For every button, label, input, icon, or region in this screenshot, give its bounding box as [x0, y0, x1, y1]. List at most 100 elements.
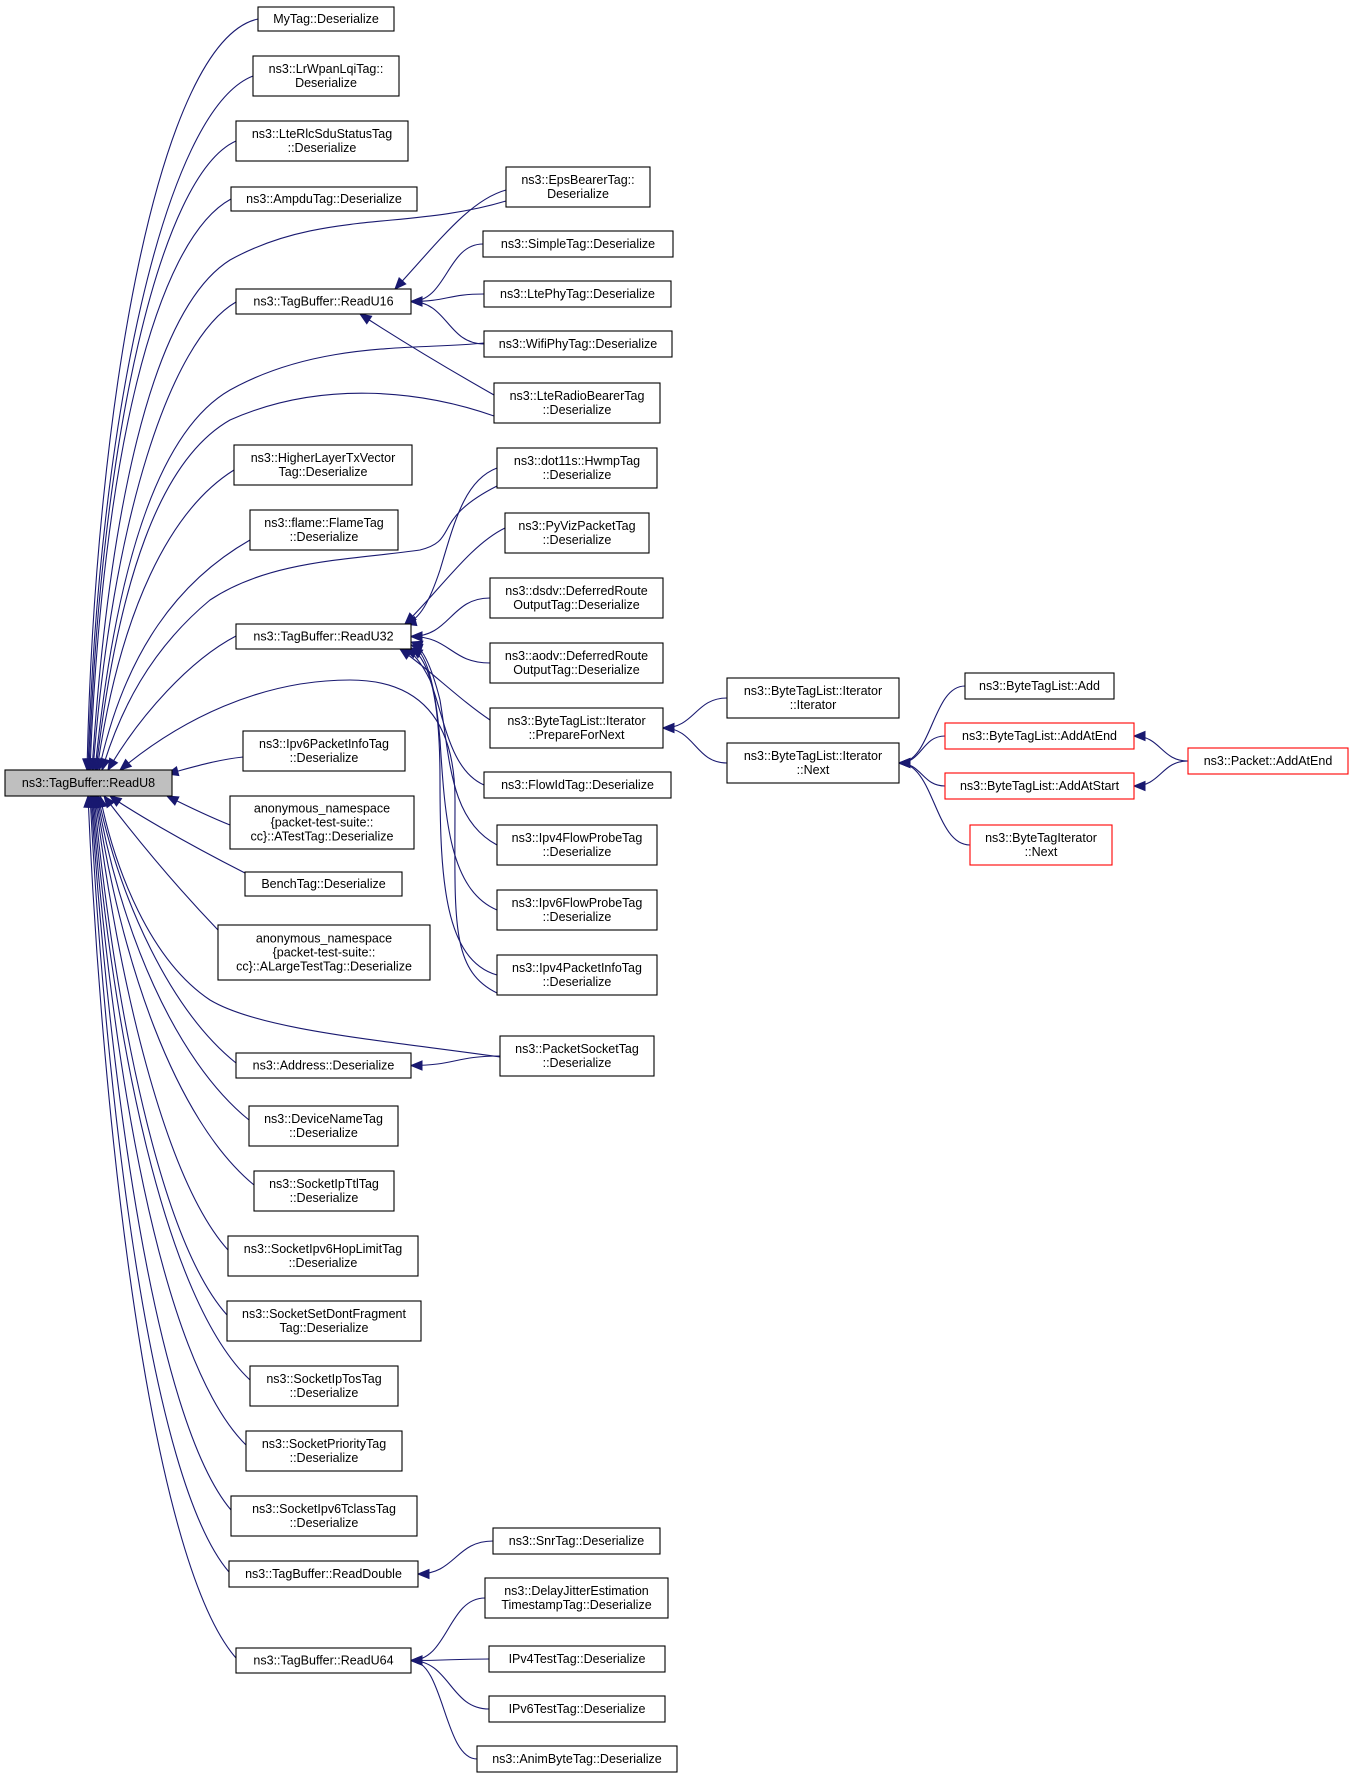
node-socketsetdont-label-1: Tag::Deserialize: [280, 1321, 369, 1335]
node-aodvdeferred[interactable]: ns3::aodv::DeferredRouteOutputTag::Deser…: [489, 642, 664, 684]
node-ipv4flowprobe[interactable]: ns3::Ipv4FlowProbeTag::Deserialize: [496, 824, 658, 866]
node-ipv6flowprobe[interactable]: ns3::Ipv6FlowProbeTag::Deserialize: [496, 889, 658, 931]
edge-readu64-to-animbytetag-arrowhead: [409, 1655, 423, 1666]
node-ipv6flowprobe-box: [496, 889, 658, 931]
node-addatstart-label-0: ns3::ByteTagList::AddAtStart: [960, 779, 1120, 793]
node-address[interactable]: ns3::Address::Deserialize: [235, 1052, 412, 1079]
node-socketipttl-label-0: ns3::SocketIpTtlTag: [269, 1177, 379, 1191]
node-iteratorctor-label-1: ::Iterator: [790, 698, 837, 712]
node-ltephy-box: [483, 280, 672, 308]
node-simpletag[interactable]: ns3::SimpleTag::Deserialize: [482, 230, 674, 258]
node-ampdu-label-0: ns3::AmpduTag::Deserialize: [246, 192, 402, 206]
node-ipv4pktinfo[interactable]: ns3::Ipv4PacketInfoTag::Deserialize: [496, 954, 658, 996]
node-bytetagiternext[interactable]: ns3::ByteTagIterator::Next: [969, 824, 1113, 866]
node-packetaddatend-box: [1187, 747, 1349, 775]
node-socketipttl[interactable]: ns3::SocketIpTtlTag::Deserialize: [253, 1170, 395, 1212]
node-flame-label-1: ::Deserialize: [290, 530, 359, 544]
node-dsdvdeferred[interactable]: ns3::dsdv::DeferredRouteOutputTag::Deser…: [489, 577, 664, 619]
node-atesttag[interactable]: anonymous_namespace{packet-test-suite::c…: [229, 795, 415, 850]
edge-root-to-lteradiobearer: [95, 392, 495, 771]
edge-root-to-readdouble: [89, 795, 230, 1573]
node-socketipv6tclass[interactable]: ns3::SocketIpv6TclassTag::Deserialize: [230, 1495, 418, 1537]
node-addatend[interactable]: ns3::ByteTagList::AddAtEnd: [944, 722, 1135, 750]
node-socketiptos-label-1: ::Deserialize: [290, 1386, 359, 1400]
node-readu32[interactable]: ns3::TagBuffer::ReadU32: [235, 623, 412, 650]
node-delayjitter-label-1: TimestampTag::Deserialize: [501, 1598, 651, 1612]
node-devicename[interactable]: ns3::DeviceNameTag::Deserialize: [248, 1105, 399, 1147]
node-wifiphy[interactable]: ns3::WifiPhyTag::Deserialize: [483, 330, 673, 358]
node-readdouble[interactable]: ns3::TagBuffer::ReadDouble: [228, 1560, 419, 1588]
node-readu64[interactable]: ns3::TagBuffer::ReadU64: [235, 1647, 412, 1674]
node-iteratornext-box: [726, 742, 900, 784]
node-delayjitter[interactable]: ns3::DelayJitterEstimationTimestampTag::…: [484, 1577, 669, 1619]
edge-readu16-to-wifiphy: [410, 300, 485, 345]
node-socketipttl-box: [253, 1170, 395, 1212]
node-pyvizpkt[interactable]: ns3::PyVizPacketTag::Deserialize: [504, 512, 650, 554]
node-addatstart[interactable]: ns3::ByteTagList::AddAtStart: [944, 772, 1135, 800]
node-readu16[interactable]: ns3::TagBuffer::ReadU16: [235, 288, 412, 315]
node-ampdu-box: [230, 186, 418, 212]
node-mytag[interactable]: MyTag::Deserialize: [257, 6, 395, 32]
node-flowidtag[interactable]: ns3::FlowIdTag::Deserialize: [483, 771, 672, 799]
node-bytetaglistadd[interactable]: ns3::ByteTagList::Add: [964, 672, 1115, 700]
edge-root-to-readu64-arrowhead: [83, 794, 94, 808]
node-devicename-label-0: ns3::DeviceNameTag: [264, 1112, 383, 1126]
node-preparefornext-label-1: ::PrepareForNext: [529, 728, 625, 742]
node-animbytetag[interactable]: ns3::AnimByteTag::Deserialize: [476, 1745, 678, 1773]
node-socketipv6hop[interactable]: ns3::SocketIpv6HopLimitTag::Deserialize: [227, 1235, 419, 1277]
node-ipv6testtag[interactable]: IPv6TestTag::Deserialize: [488, 1695, 666, 1723]
node-ipv6pktinfo-label-1: ::Deserialize: [290, 751, 359, 765]
node-ipv4testtag[interactable]: IPv4TestTag::Deserialize: [488, 1645, 666, 1673]
node-preparefornext-box: [489, 707, 664, 749]
node-preparefornext-label-0: ns3::ByteTagList::Iterator: [507, 714, 645, 728]
node-lrwpan[interactable]: ns3::LrWpanLqiTag::Deserialize: [252, 55, 400, 97]
node-packetsocket[interactable]: ns3::PacketSocketTag::Deserialize: [499, 1035, 655, 1077]
node-flame[interactable]: ns3::flame::FlameTag::Deserialize: [249, 509, 399, 551]
node-devicename-label-1: ::Deserialize: [289, 1126, 358, 1140]
node-pyvizpkt-label-1: ::Deserialize: [543, 533, 612, 547]
edge-readu32-to-aodvdeferred-arrowhead: [409, 631, 423, 642]
node-bytetagiternext-label-1: ::Next: [1025, 845, 1058, 859]
node-bytetagiternext-box: [969, 824, 1113, 866]
edges-layer: [82, 18, 1189, 1760]
node-lrwpan-label-0: ns3::LrWpanLqiTag::: [269, 62, 384, 76]
node-benchtag[interactable]: BenchTag::Deserialize: [244, 871, 403, 897]
node-iteratorctor[interactable]: ns3::ByteTagList::Iterator::Iterator: [726, 677, 900, 719]
edge-root-to-epsbearer: [91, 200, 507, 771]
edge-readu64-to-animbytetag: [410, 1659, 478, 1760]
node-ipv6pktinfo-label-0: ns3::Ipv6PacketInfoTag: [259, 737, 389, 751]
node-hwmptag[interactable]: ns3::dot11s::HwmpTag::Deserialize: [496, 447, 658, 489]
node-aodvdeferred-label-1: OutputTag::Deserialize: [513, 663, 640, 677]
node-atesttag-label-2: cc}::ATestTag::Deserialize: [251, 830, 394, 844]
node-ampdu[interactable]: ns3::AmpduTag::Deserialize: [230, 186, 418, 212]
node-root-label-0: ns3::TagBuffer::ReadU8: [22, 776, 155, 790]
node-socketiptos[interactable]: ns3::SocketIpTosTag::Deserialize: [249, 1365, 399, 1407]
node-preparefornext[interactable]: ns3::ByteTagList::Iterator::PrepareForNe…: [489, 707, 664, 749]
node-iteratornext[interactable]: ns3::ByteTagList::Iterator::Next: [726, 742, 900, 784]
node-delayjitter-label-0: ns3::DelayJitterEstimation: [504, 1584, 649, 1598]
edge-readu32-to-ipv4pktinfo: [410, 647, 498, 976]
node-ipv6pktinfo[interactable]: ns3::Ipv6PacketInfoTag::Deserialize: [242, 730, 406, 772]
node-snrtag[interactable]: ns3::SnrTag::Deserialize: [492, 1527, 661, 1555]
edge-root-to-lrwpan: [87, 75, 254, 771]
edge-readu32-to-ipv4flowprobe: [410, 641, 498, 846]
edge-address-to-packetsocket: [410, 1055, 501, 1067]
node-iteratornext-label-0: ns3::ByteTagList::Iterator: [744, 749, 882, 763]
node-address-box: [235, 1052, 412, 1079]
node-packetaddatend[interactable]: ns3::Packet::AddAtEnd: [1187, 747, 1349, 775]
node-root[interactable]: ns3::TagBuffer::ReadU8: [4, 769, 173, 797]
node-alargetesttag[interactable]: anonymous_namespace{packet-test-suite::c…: [217, 924, 431, 981]
node-epsbearer[interactable]: ns3::EpsBearerTag::Deserialize: [505, 166, 651, 208]
edge-readu16-to-epsbearer: [394, 189, 507, 290]
edge-readu32-to-ipv6flowprobe: [410, 644, 498, 911]
node-lteradiobearer[interactable]: ns3::LteRadioBearerTag::Deserialize: [493, 382, 661, 424]
node-mytag-box: [257, 6, 395, 32]
node-addatend-label-0: ns3::ByteTagList::AddAtEnd: [962, 729, 1117, 743]
node-packetsocket-label-1: ::Deserialize: [543, 1056, 612, 1070]
node-lterlcsdu[interactable]: ns3::LteRlcSduStatusTag::Deserialize: [235, 120, 409, 162]
node-addatend-box: [944, 722, 1135, 750]
node-socketpriority[interactable]: ns3::SocketPriorityTag::Deserialize: [245, 1430, 403, 1472]
node-socketsetdont[interactable]: ns3::SocketSetDontFragmentTag::Deseriali…: [226, 1300, 422, 1342]
node-ltephy[interactable]: ns3::LtePhyTag::Deserialize: [483, 280, 672, 308]
